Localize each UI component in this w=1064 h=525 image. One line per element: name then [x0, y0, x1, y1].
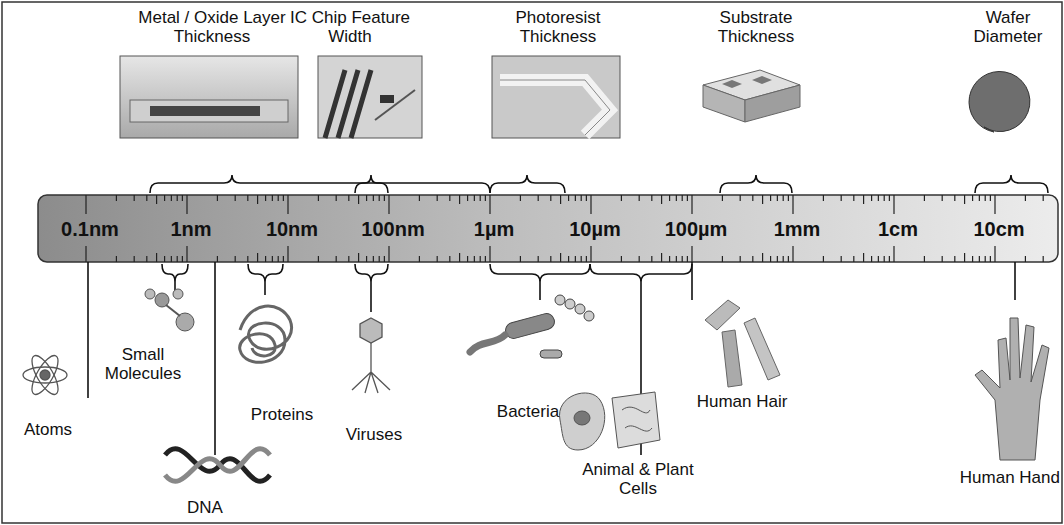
scale-label: 10µm	[569, 218, 621, 241]
wafer-image	[969, 71, 1030, 132]
atom-icon	[23, 352, 67, 398]
protein-icon	[240, 306, 292, 362]
feature-label: Photoresist Thickness	[501, 8, 616, 46]
bacteria-icon	[470, 295, 594, 358]
scale-label: 1nm	[170, 218, 211, 241]
scale-label: 1µm	[474, 218, 514, 241]
object-label: Atoms	[24, 420, 72, 439]
scale-label: 0.1nm	[61, 218, 119, 241]
scale-label: 100µm	[665, 218, 728, 241]
cell-icons	[560, 392, 660, 450]
scale-label: 100nm	[361, 218, 424, 241]
substrate-image	[703, 70, 800, 122]
virus-icon	[352, 318, 390, 393]
object-label: Bacteria	[497, 402, 559, 421]
object-label: Small Molecules	[96, 345, 191, 383]
hair-icon	[705, 300, 780, 387]
feature-label: Substrate Thickness	[701, 8, 811, 46]
ic-chip-image	[318, 56, 422, 138]
dna-icon	[165, 449, 270, 481]
scale-ruler: 0.1nm 1nm 10nm 100nm 1µm 10µm 100µm 1mm 1cm 10cm	[38, 195, 1058, 262]
ruler-band	[38, 195, 1058, 262]
scale-label: 10nm	[266, 218, 318, 241]
object-label: Viruses	[346, 425, 402, 444]
object-label: Animal & Plant Cells	[563, 460, 713, 498]
scale-label: 1cm	[878, 218, 918, 241]
scale-label: 1mm	[774, 218, 821, 241]
ruler-ticks	[86, 195, 1043, 262]
photoresist-image	[492, 56, 620, 138]
object-label: Human Hand	[960, 468, 1060, 487]
object-label: Human Hair	[697, 392, 788, 411]
small-molecule-icon	[145, 289, 194, 331]
hand-icon	[975, 318, 1049, 460]
feature-label: IC Chip Feature Width	[288, 8, 413, 46]
object-label: DNA	[187, 498, 223, 517]
scale-label: 10cm	[973, 218, 1024, 241]
feature-label: Metal / Oxide Layer Thickness	[137, 8, 287, 46]
feature-label: Wafer Diameter	[963, 8, 1053, 46]
object-label: Proteins	[251, 405, 313, 424]
range-brackets	[88, 175, 1048, 455]
metal-oxide-image	[120, 56, 298, 138]
